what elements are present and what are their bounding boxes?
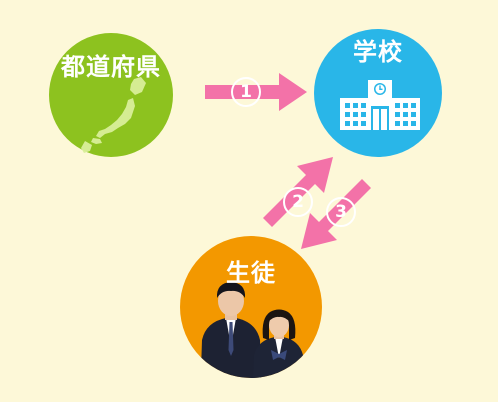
prefecture-circle: [49, 33, 173, 157]
students-photo: [200, 282, 305, 378]
prefecture-label: 都道府県: [61, 53, 161, 81]
student-label: 生徒: [226, 259, 276, 287]
step-2-badge: 2: [283, 187, 313, 217]
step-3-badge: 3: [326, 197, 356, 227]
school-building-icon: [340, 80, 420, 130]
japan-map-icon: [81, 77, 146, 153]
school-label: 学校: [353, 38, 403, 66]
step-1-badge: 1: [231, 77, 261, 107]
